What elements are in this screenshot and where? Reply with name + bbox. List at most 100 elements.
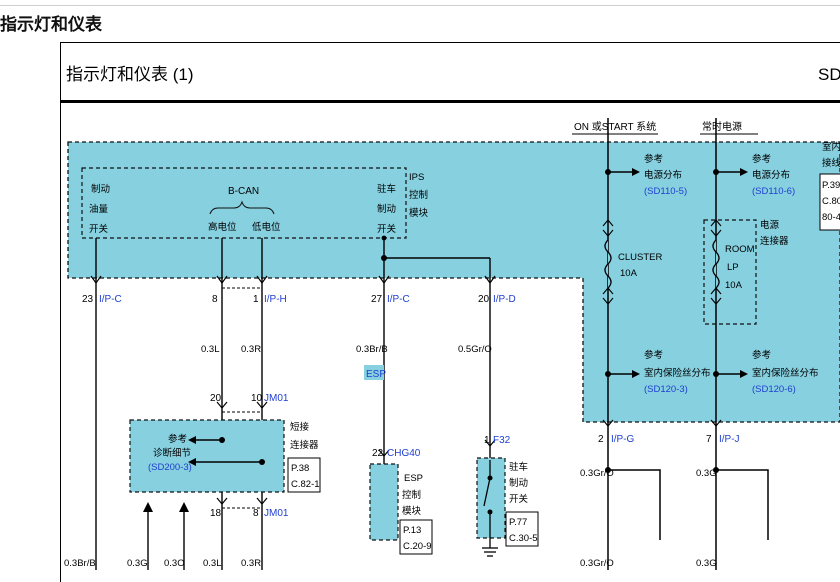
connector-iph: I/P-H	[264, 294, 287, 305]
sd110-5-ref: (SD110-5)	[644, 186, 687, 197]
ref-4: 参考	[752, 349, 771, 361]
jm01-sd200: (SD200-3)	[148, 462, 192, 473]
jm01-dot-2	[259, 459, 265, 465]
fuse-dist-2: 室内保险丝分布	[752, 367, 819, 379]
park-c: C.30-5	[509, 533, 538, 544]
wire-0-3g: 0.3G	[696, 468, 717, 479]
esp-tag-bg	[364, 365, 384, 380]
on-start-label: ON 或START 系统	[574, 120, 656, 133]
pin-22: 22	[372, 448, 384, 459]
jm01-arrow-1	[188, 436, 196, 444]
esp-module-l2: 控制	[402, 489, 421, 501]
sd120-3-ref: (SD120-3)	[644, 384, 688, 395]
pin-20: 20	[478, 294, 490, 305]
ips-label-1: IPS	[409, 172, 424, 183]
bcan-brace	[209, 200, 275, 215]
esp-module	[369, 463, 399, 541]
esp-module-l3: 模块	[402, 505, 422, 517]
constant-power-label: 常时电源	[702, 120, 742, 133]
esp-ref-box	[399, 519, 433, 555]
wire-0-3brb: 0.3Br/B	[356, 344, 388, 355]
park-label-3: 开关	[377, 223, 397, 235]
park-label-2: 制动	[377, 203, 396, 215]
pin-7: 7	[706, 434, 712, 445]
cluster-fuse-1: CLUSTER	[618, 252, 662, 263]
connector-ipg: I/P-G	[611, 434, 635, 445]
jm01-c: C.82-1	[291, 479, 320, 490]
main-module-area	[67, 141, 840, 423]
brake-fluid-label-3: 开关	[89, 223, 109, 235]
connector-ipj: I/P-J	[719, 434, 740, 445]
park-pin-dot	[381, 235, 387, 241]
jm01-ref-box	[287, 457, 321, 493]
bottom-wire-0-3g-2: 0.3G	[696, 558, 717, 569]
pin-2: 2	[598, 434, 604, 445]
ref-3: 参考	[644, 349, 663, 361]
side-label-3: P.39	[822, 180, 840, 191]
park-p: P.77	[509, 517, 527, 528]
park-switch-l3: 开关	[509, 493, 529, 505]
jm01-conn-1: 短接	[290, 421, 310, 433]
room-fuse-box	[703, 219, 757, 325]
park-switch-dot-1	[487, 475, 493, 481]
side-ref-box	[819, 173, 840, 231]
connector-f32: F32	[493, 435, 511, 446]
bottom-wire-0-3l: 0.3L	[203, 558, 222, 569]
bcan-high-label: 高电位	[208, 221, 237, 233]
esp-p: P.13	[403, 525, 421, 536]
bottom-arrows	[147, 508, 185, 570]
sheet-title: 指示灯和仪表 (1)	[66, 65, 194, 84]
room-fuse-2: LP	[727, 262, 739, 273]
side-label-4: C.80	[822, 196, 840, 207]
sheet-header-rule	[61, 100, 840, 103]
park-switch-l2: 制动	[509, 477, 528, 489]
park-switch-box	[476, 457, 506, 539]
ref-1: 参考	[644, 153, 663, 165]
ips-inner-box	[81, 167, 407, 239]
jm01-diag: 诊断细节	[153, 447, 191, 459]
bottom-wire-0-3r: 0.3R	[241, 558, 261, 569]
connector-chg40: CHG40	[387, 448, 421, 459]
connector-ipc-1: I/P-C	[99, 294, 122, 305]
jm01-conn-2: 连接器	[290, 439, 319, 451]
sd110-6-ref: (SD110-6)	[752, 186, 795, 197]
power-dist-1: 电源分布	[644, 169, 682, 181]
wire-0-3gro: 0.3Gr/O	[580, 468, 614, 479]
bottom-wire-0-3brb: 0.3Br/B	[64, 558, 96, 569]
jm01-block	[129, 419, 285, 493]
wire-0-3r: 0.3R	[241, 344, 261, 355]
connector-jm01-a: JM01	[264, 393, 289, 404]
pin-27: 27	[371, 294, 383, 305]
esp-c: C.20-9	[403, 541, 432, 552]
fuse-chevrons	[602, 219, 722, 305]
power-wires	[607, 118, 769, 570]
park-switch-l1: 驻车	[509, 461, 528, 473]
bcan-label: B-CAN	[228, 186, 259, 197]
sheet-border	[60, 42, 840, 582]
pin-8-jm: 8	[253, 508, 259, 519]
page-title: 指示灯和仪表	[0, 15, 102, 34]
wiring-diagram: 指示灯和仪表 (1) SDS 制动 油量 开关 B-CAN 高电位 低电位 驻车…	[61, 65, 840, 570]
esp-tag: ESP	[366, 369, 386, 380]
pin-23: 23	[82, 294, 94, 305]
jm01-arrow-2	[188, 458, 196, 466]
header-rule	[0, 5, 840, 6]
pin-8: 8	[212, 294, 218, 305]
twisted-pair-dashes	[222, 287, 262, 509]
pin-18-jm: 18	[210, 508, 222, 519]
esp-module-l1: ESP	[404, 473, 423, 484]
sd120-6-ref: (SD120-6)	[752, 384, 796, 395]
power-conn-1: 电源	[760, 219, 780, 231]
pin-1-f32: 1	[484, 435, 490, 446]
fuse-dist-1: 室内保险丝分布	[644, 367, 711, 379]
side-label-1: 室内	[822, 141, 840, 153]
bottom-wire-0-3o: 0.3O	[164, 558, 185, 569]
bottom-wire-0-3gro: 0.3Gr/O	[580, 558, 614, 569]
park-junction-dot	[381, 255, 387, 261]
room-fuse-1: ROOM	[725, 244, 755, 255]
cluster-fuse-2: 10A	[620, 268, 638, 279]
ips-label-3: 模块	[409, 207, 429, 219]
park-switch-dot-2	[487, 509, 493, 515]
wire-0-3l: 0.3L	[201, 344, 220, 355]
park-label-1: 驻车	[377, 183, 396, 195]
